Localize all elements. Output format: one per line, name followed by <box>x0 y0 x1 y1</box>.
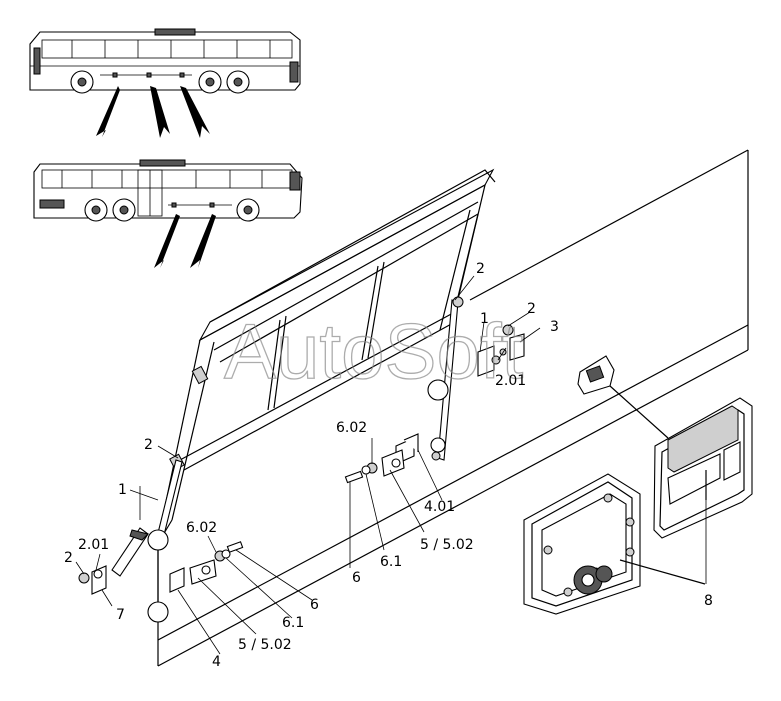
callout-5-5-02-mid: 5 / 5.02 <box>420 537 474 553</box>
callout-2-01-left: 2.01 <box>78 537 109 553</box>
callout-1-top: 1 <box>480 311 489 327</box>
lock-box-mechanism <box>523 473 706 615</box>
callout-2-hinge: 2 <box>527 301 536 317</box>
callout-6-1-mid: 6.1 <box>380 554 402 570</box>
callout-6-low: 6 <box>310 597 319 613</box>
callout-3: 3 <box>550 319 559 335</box>
callout-6-02-low: 6.02 <box>186 520 217 536</box>
callout-7: 7 <box>116 607 125 623</box>
gas-strut-left <box>147 459 183 623</box>
bracket-parts-lower <box>169 541 244 593</box>
bus-side-view-bottom <box>33 159 303 222</box>
pointer-arrows-top <box>96 86 210 138</box>
leader-lines <box>75 275 707 655</box>
gas-strut-right <box>427 296 464 461</box>
callout-6-1-low: 6.1 <box>282 615 304 631</box>
bus-side-view-top <box>29 28 301 94</box>
callout-6-mid: 6 <box>352 570 361 586</box>
callout-5-5-02-low: 5 / 5.02 <box>238 637 292 653</box>
callout-2-top: 2 <box>476 261 485 277</box>
callout-4: 4 <box>212 654 221 670</box>
callout-8: 8 <box>704 593 713 609</box>
callout-2-left: 2 <box>144 437 153 453</box>
bracket-parts-mid <box>344 433 441 484</box>
hinge-bracket-upper <box>477 324 525 377</box>
pointer-arrows-bottom <box>154 214 216 268</box>
lock-handle-assembly <box>653 397 753 539</box>
key-lock-icon <box>577 355 669 439</box>
fastener-group-left <box>78 527 149 595</box>
callout-labels: 2 1 2 3 2.01 2 1 6.02 4.01 6 6.1 5 / 5.0… <box>64 261 713 670</box>
luggage-door <box>159 168 496 541</box>
callout-2-left-low: 2 <box>64 550 73 566</box>
callout-6-02-mid: 6.02 <box>336 420 367 436</box>
gear-icon <box>573 565 613 595</box>
callout-4-01: 4.01 <box>424 499 455 515</box>
body-panel <box>157 149 749 667</box>
watermark-text: AutoSoft <box>224 307 524 395</box>
callout-2-01-top: 2.01 <box>495 373 526 389</box>
callout-1-left: 1 <box>118 482 127 498</box>
